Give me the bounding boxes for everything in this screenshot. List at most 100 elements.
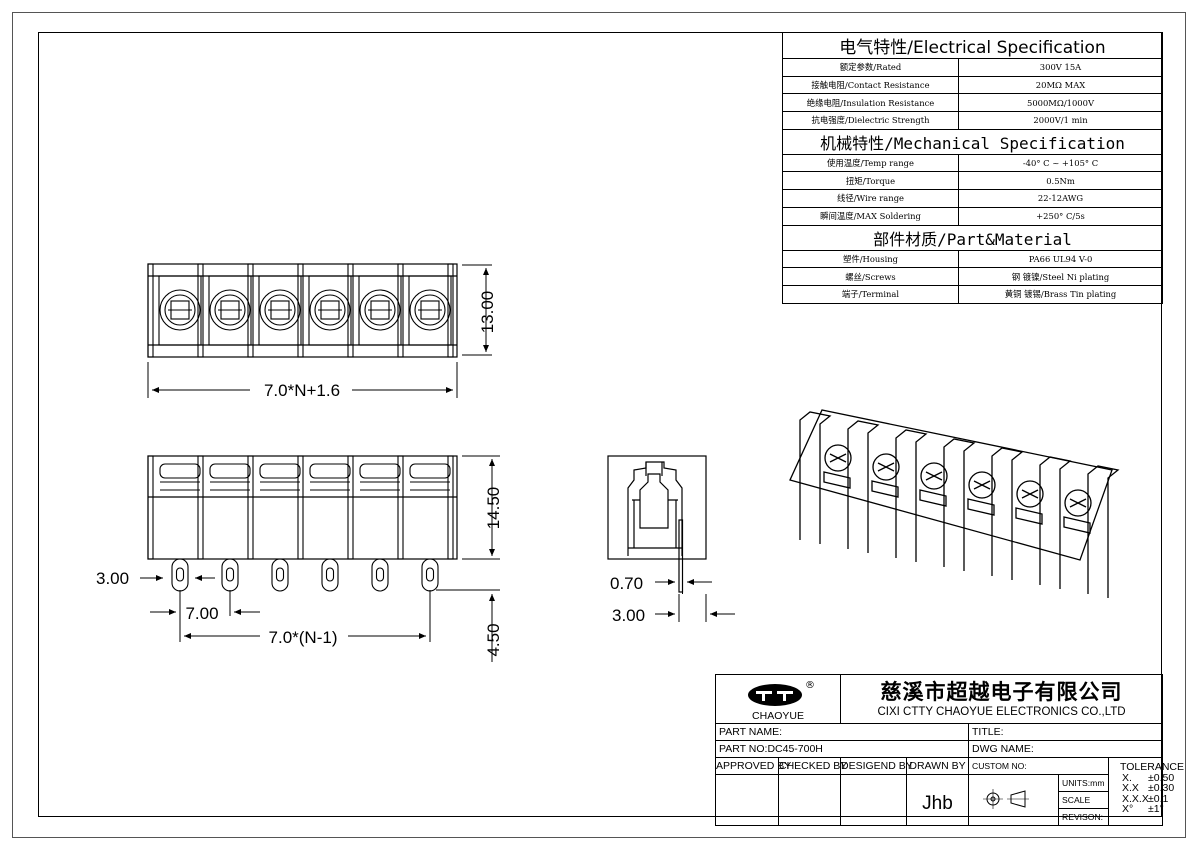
iso-clamp (967, 498, 995, 516)
approved-by-value (715, 774, 779, 826)
front-view-dimensions (140, 455, 500, 662)
side-view-body (607, 455, 707, 560)
dim-top-height: 13.00 (478, 291, 497, 334)
checked-by-value (778, 774, 841, 826)
screw-head (309, 289, 351, 331)
drawn-by-value: Jhb (906, 774, 969, 826)
tolerance-title: TOLERANCE (1120, 761, 1184, 773)
iso-barrier (799, 411, 832, 544)
solder-pin (421, 558, 439, 592)
terminal-slot (308, 275, 352, 346)
chaoyue-logo-icon: ® (748, 680, 815, 706)
part-name-field: PART NAME: (715, 723, 969, 741)
solder-pin (271, 558, 289, 592)
front-barrier (297, 455, 304, 560)
screw-cap (359, 463, 401, 479)
brand-name: CHAOYUE (752, 710, 804, 722)
top-barrier (397, 263, 404, 358)
iso-base (789, 409, 1113, 561)
pin-hole (425, 567, 435, 582)
part-no-value: DC45-700H (767, 743, 823, 755)
top-barrier (147, 263, 154, 358)
pin-hole (175, 567, 185, 582)
drawn-by-label: DRAWN BY (906, 757, 969, 775)
dwg-name-field: DWG NAME: (967, 740, 1164, 758)
screw-cap (309, 463, 351, 479)
company-logo: ® CHAOYUE (715, 674, 841, 724)
third-angle-projection-icon (982, 788, 1029, 809)
spec-row: 瞬间温度/MAX Soldering+250° C/5s (782, 206, 1164, 226)
iso-screw (824, 444, 852, 472)
top-barrier (297, 263, 304, 358)
iso-barrier (943, 438, 976, 571)
pin-hole (375, 567, 385, 582)
company-name-cn: 慈溪市超越电子有限公司 (880, 680, 1123, 704)
title-field: TITLE: (967, 723, 1164, 741)
screw-head (209, 289, 251, 331)
top-barrier (447, 263, 454, 358)
screw-inner (414, 294, 446, 326)
units-field: UNITS:mm (1058, 774, 1109, 792)
iso-clamp (1063, 516, 1091, 534)
dim-pitch: 7.00 (185, 604, 218, 623)
terminal-slot (208, 275, 252, 346)
iso-clamp (871, 480, 899, 498)
approved-by-label: APPROVED BY (715, 757, 791, 775)
dim-pin-length: 4.50 (484, 623, 503, 656)
electrical-spec-title: 电气特性/Electrical Specification (781, 32, 1164, 59)
top-barrier (197, 263, 204, 358)
top-view-dimensions (147, 264, 492, 398)
iso-screw (920, 462, 948, 490)
front-barrier (247, 455, 254, 560)
projection-symbol (968, 774, 1059, 826)
revision-field: REVISON: (1058, 808, 1109, 826)
company-name-en: CIXI CTTY CHAOYUE ELECTRONICS CO.,LTD (877, 706, 1126, 718)
top-barrier (247, 263, 254, 358)
iso-screw-slot (1069, 498, 1087, 508)
iso-barrier (895, 429, 928, 562)
screw-inner (264, 294, 296, 326)
iso-screw (872, 453, 900, 481)
company-info: 慈溪市超越电子有限公司 CIXI CTTY CHAOYUE ELECTRONIC… (839, 674, 1164, 724)
terminal-slot (158, 275, 202, 346)
iso-clamp (1015, 507, 1043, 525)
terminal-slot (408, 275, 452, 346)
screw-cap (209, 463, 251, 479)
designed-by-label: DESIGEND BY (840, 757, 913, 775)
solder-pin (221, 558, 239, 592)
solder-pin (371, 558, 389, 592)
mechanical-spec-title: 机械特性/Mechanical Specification (781, 128, 1164, 155)
screw-inner (314, 294, 346, 326)
scale-field: SCALE (1058, 791, 1109, 809)
part-no-field: PART NO:DC45-700H (715, 740, 969, 758)
iso-barrier (847, 420, 880, 553)
front-barrier (397, 455, 404, 560)
drawing-frame (38, 32, 1162, 817)
dim-front-height: 14.50 (484, 487, 503, 530)
svg-text:®: ® (805, 680, 815, 691)
pin-hole (225, 567, 235, 582)
pin-hole (325, 567, 335, 582)
iso-barrier (1039, 456, 1072, 589)
iso-screw (968, 471, 996, 499)
tolerance-block: TOLERANCE X.±0.50 X.X±0.30 X.X.X±0.1 X°±… (1107, 757, 1184, 826)
front-barrier (447, 455, 454, 560)
screw-cap (409, 463, 451, 479)
isometric-view (789, 409, 1120, 598)
iso-screw-slot (1021, 489, 1039, 499)
iso-screw (1064, 489, 1092, 517)
spec-value: 黄铜 镀锡/Brass Tin plating (957, 284, 1164, 304)
title-block: ® CHAOYUE 慈溪市超越电子有限公司 CIXI CTTY CHAOYUE … (715, 674, 1184, 826)
dim-side-width: 3.00 (612, 606, 645, 625)
screw-inner (364, 294, 396, 326)
iso-barrier (991, 447, 1024, 580)
terminal-slot (258, 275, 302, 346)
front-barrier (197, 455, 204, 560)
checked-by-label: CHECKED BY (778, 757, 847, 775)
screw-cap (259, 463, 301, 479)
drawing-sheet-border (12, 12, 1186, 838)
